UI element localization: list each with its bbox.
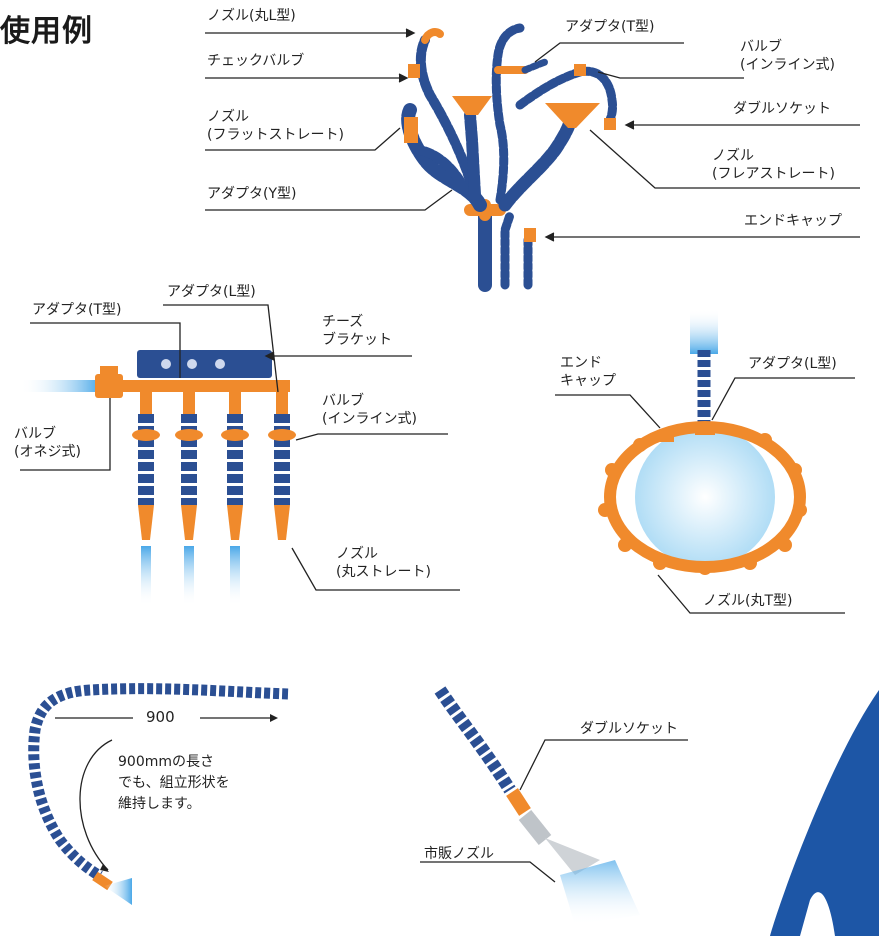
panel6-partial-graphic bbox=[770, 690, 879, 936]
label-line: バルブ bbox=[322, 393, 364, 409]
panel2-assembly bbox=[20, 350, 296, 606]
label-line: (丸ストレート) bbox=[336, 564, 431, 580]
note-line: 維持します。 bbox=[118, 796, 201, 812]
label-line: チーズ bbox=[322, 314, 364, 330]
label-line: ノズル bbox=[712, 148, 754, 164]
hose-note: 900mmの長さ でも、組立形状を 維持します。 bbox=[118, 752, 230, 815]
label-line: (フレアストレート) bbox=[712, 166, 835, 182]
label-line: エンド bbox=[560, 355, 602, 371]
length-label: 900 bbox=[146, 708, 175, 726]
note-line: でも、組立形状を bbox=[118, 775, 230, 791]
label-valve-screw: バルブ (オネジ式) bbox=[14, 425, 81, 461]
label-line: ブラケット bbox=[322, 332, 392, 348]
label-nozzle-flat-straight: ノズル (フラットストレート) bbox=[207, 108, 344, 144]
label-adapter-t: アダプタ(T型) bbox=[565, 19, 655, 35]
label-nozzle-round-l: ノズル(丸L型) bbox=[207, 8, 296, 24]
panel4-hose bbox=[28, 683, 289, 905]
note-line: 900mmの長さ bbox=[118, 754, 214, 770]
label-line: ノズル bbox=[207, 109, 249, 125]
label-line: (インライン式) bbox=[740, 57, 835, 73]
label-line: (オネジ式) bbox=[14, 444, 81, 460]
label-valve-inline: バルブ (インライン式) bbox=[322, 392, 417, 428]
label-line: (インライン式) bbox=[322, 411, 417, 427]
panel2-leader-lines bbox=[20, 304, 460, 591]
label-adapter-y: アダプタ(Y型) bbox=[207, 186, 297, 202]
label-line: (フラットストレート) bbox=[207, 127, 344, 143]
label-line: バルブ bbox=[14, 426, 56, 442]
label-nozzle-flare-straight: ノズル (フレアストレート) bbox=[712, 147, 835, 183]
label-line: バルブ bbox=[740, 39, 782, 55]
panel3-leader-lines bbox=[555, 377, 855, 614]
label-valve-inline: バルブ (インライン式) bbox=[740, 38, 835, 74]
label-cheese-bracket: チーズ ブラケット bbox=[322, 313, 392, 349]
panel1-leader-lines bbox=[205, 28, 860, 242]
label-nozzle-round-t: ノズル(丸T型) bbox=[703, 593, 793, 609]
page-title: 使用例 bbox=[0, 14, 93, 49]
label-line: ノズル bbox=[336, 546, 378, 562]
panel3-assembly bbox=[598, 309, 807, 575]
label-check-valve: チェックバルブ bbox=[207, 53, 305, 69]
label-adapter-l: アダプタ(L型) bbox=[748, 356, 837, 372]
panel5-assembly bbox=[420, 686, 688, 925]
label-double-socket: ダブルソケット bbox=[733, 101, 831, 117]
label-line: キャップ bbox=[560, 373, 616, 389]
label-end-cap: エンド キャップ bbox=[560, 354, 616, 390]
label-commercial-nozzle: 市販ノズル bbox=[424, 846, 494, 862]
label-adapter-t: アダプタ(T型) bbox=[32, 302, 122, 318]
label-nozzle-round-straight: ノズル (丸ストレート) bbox=[336, 545, 431, 581]
panel1-assembly bbox=[401, 23, 617, 292]
label-double-socket: ダブルソケット bbox=[580, 721, 678, 737]
label-end-cap: エンドキャップ bbox=[744, 213, 842, 229]
label-adapter-l: アダプタ(L型) bbox=[167, 284, 256, 300]
